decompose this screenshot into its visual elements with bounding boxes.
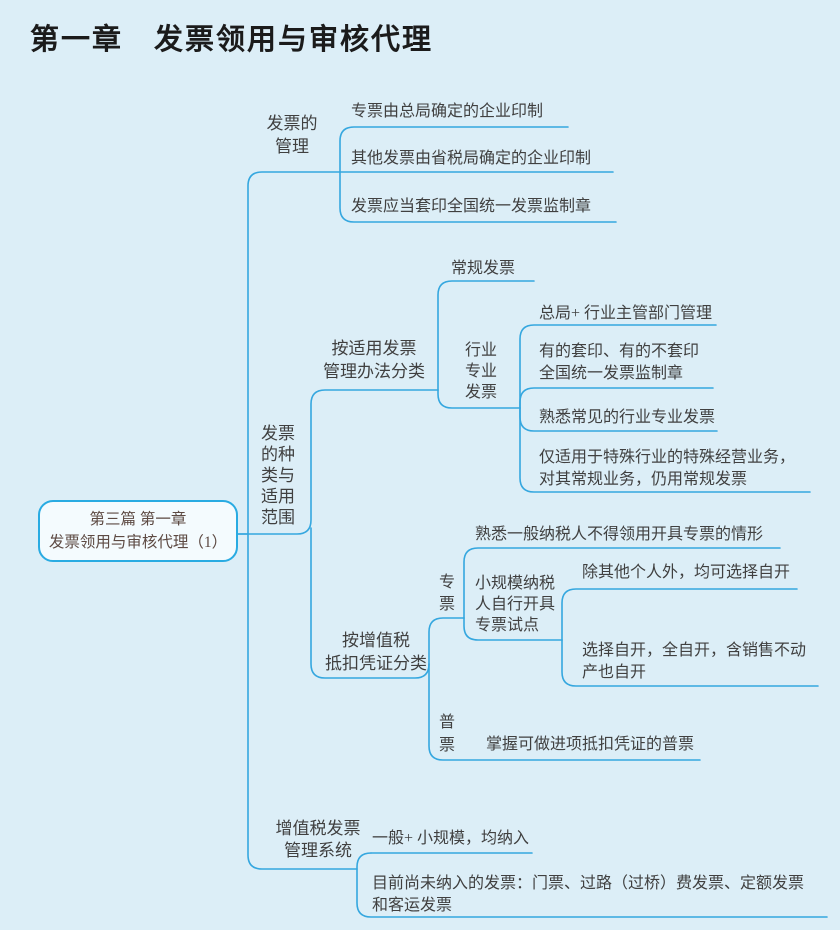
leaf-ordinary-invoices-usable-for-deduction: 掌握可做进项抵扣凭证的普票 xyxy=(486,736,695,753)
leaf-sat-plus-industry-authority: 总局+ 行业主管部门管理 xyxy=(539,305,713,322)
leaf-choose-self-issue-all-incl-real-estate: 选择自开，全自开，含销售不动 产也自开 xyxy=(582,642,807,681)
leaf-except-other-individuals-self-issue: 除其他个人外，均可选择自开 xyxy=(582,564,791,581)
leaf-know-common-industry-invoices: 熟悉常见的行业专业发票 xyxy=(539,409,716,426)
node-industry-professional-invoice-label: 行业 专业 发票 xyxy=(464,342,497,401)
branch-vat-invoice-system-label: 增值税发票 管理系统 xyxy=(275,819,361,860)
node-special-invoice-label: 专 票 xyxy=(438,574,455,613)
root-node-label: 第三篇 第一章 发票领用与审核代理（1） xyxy=(48,510,228,551)
branch-invoice-management-label: 发票的 管理 xyxy=(266,114,318,156)
subbranch-by-management-method-label: 按适用发票 管理办法分类 xyxy=(323,339,425,381)
leaf-general-and-small-scale-included: 一般+ 小规模，均纳入 xyxy=(372,830,530,847)
leaf-special-invoice-printed-by-sat: 专票由总局确定的企业印制 xyxy=(351,103,544,120)
leaf-other-invoice-printed-by-provincial-bureau: 其他发票由省税局确定的企业印制 xyxy=(351,150,592,167)
leaf-only-special-industry-business: 仅适用于特殊行业的特殊经营业务， 对其常规业务，仍用常规发票 xyxy=(539,449,796,488)
node-ordinary-invoice-label: 普 票 xyxy=(438,714,455,754)
page-title: 第一章 发票领用与审核代理 xyxy=(30,22,434,56)
leaf-some-with-seal-some-without: 有的套印、有的不套印 全国统一发票监制章 xyxy=(539,343,700,382)
leaf-not-yet-included-invoices: 目前尚未纳入的发票：门票、过路（过桥）费发票、定额发票 和客运发票 xyxy=(372,875,805,914)
leaf-general-taxpayer-cannot-obtain-cases: 熟悉一般纳税人不得领用开具专票的情形 xyxy=(475,526,764,543)
branch-invoice-types-scope-label: 发票 的种 类与 适用 范围 xyxy=(261,424,295,527)
subbranch-by-vat-deduction-label: 按增值税 抵扣凭证分类 xyxy=(325,631,427,673)
leaf-national-invoice-supervision-seal: 发票应当套印全国统一发票监制章 xyxy=(351,198,592,215)
root-node: 第三篇 第一章 发票领用与审核代理（1） xyxy=(38,500,238,562)
leaf-regular-invoice: 常规发票 xyxy=(451,260,516,277)
node-small-scale-self-issue-pilot-label: 小规模纳税 人自行开具 专票试点 xyxy=(475,575,556,634)
